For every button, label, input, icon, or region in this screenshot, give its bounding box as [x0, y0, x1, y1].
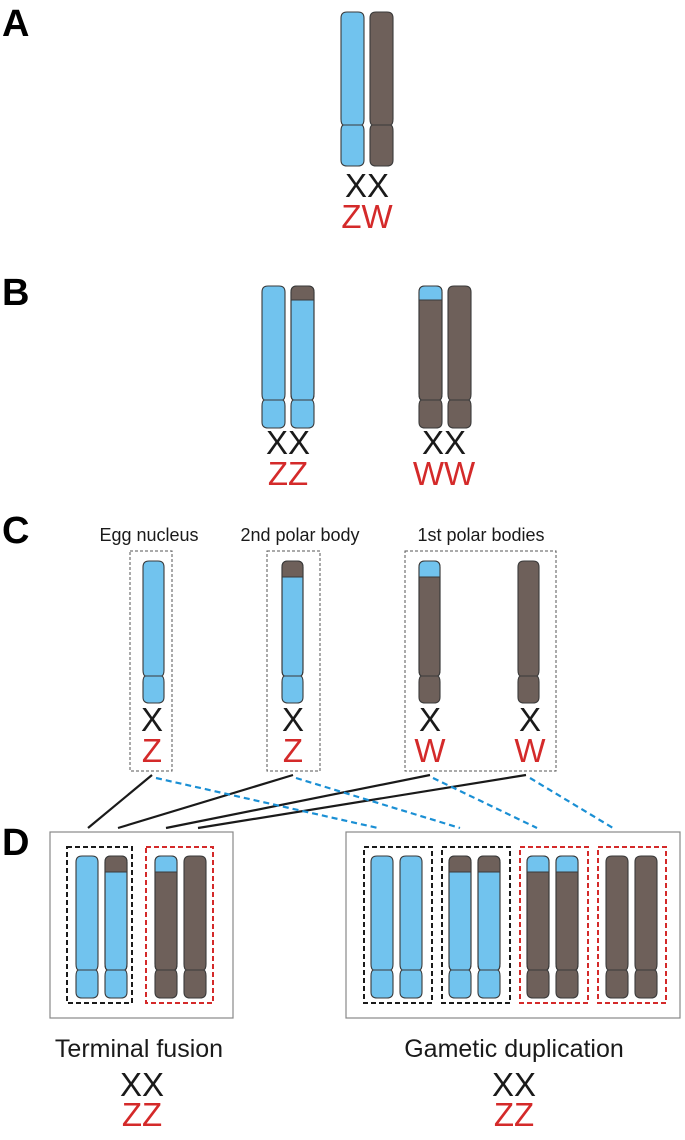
panel-a-chromosome-right	[369, 11, 394, 167]
line-egg-to-tf1	[87, 774, 153, 829]
panel-b-right-genotype-x: XX	[422, 424, 466, 461]
gd-chromosome-4	[477, 855, 501, 999]
panel-b-left-genotype-x: XX	[266, 424, 310, 461]
first-polar-body-left-w: W	[414, 732, 446, 769]
panel-a-genotype-zw: ZW	[341, 198, 393, 235]
second-polar-body-chromosome	[281, 560, 304, 704]
egg-nucleus-box	[129, 550, 173, 772]
panel-a-chromosome-left	[340, 11, 365, 167]
gametic-duplication-genotype-zz: ZZ	[494, 1096, 534, 1133]
panel-a-genotype-x: XX	[345, 167, 389, 204]
label-second-polar-body: 2nd polar body	[240, 525, 359, 545]
panel-b-left-chromosome-2	[290, 285, 315, 429]
second-polar-body-x: X	[282, 701, 304, 738]
gametic-duplication-box	[345, 831, 681, 1019]
tf-chromosome-3	[154, 855, 178, 999]
fusion-lines	[87, 773, 527, 830]
duplication-lines	[155, 776, 614, 830]
first-polar-body-right-chromosome	[517, 560, 540, 704]
gd-inner-box-red-1	[519, 846, 589, 1004]
gd-chromosome-3	[448, 855, 472, 999]
panel-letter-d: D	[2, 822, 29, 864]
tf-chromosome-1	[75, 855, 99, 999]
label-egg-nucleus: Egg nucleus	[99, 525, 198, 545]
panel-a-chromosomes	[340, 11, 394, 167]
gd-chromosome-1	[370, 855, 394, 999]
tf-chromosome-2	[104, 855, 128, 999]
gd-chromosome-2	[399, 855, 423, 999]
label-gametic-duplication: Gametic duplication	[404, 1035, 624, 1063]
panel-letter-b: B	[2, 272, 29, 314]
tf-chromosome-4	[183, 855, 207, 999]
label-first-polar-bodies: 1st polar bodies	[417, 525, 544, 545]
dash-1st-right-to-gd4	[529, 777, 614, 829]
gametic-duplication-genotype-x: XX	[492, 1066, 536, 1103]
gd-inner-box-red-2	[597, 846, 667, 1004]
gd-inner-box-black-2	[441, 846, 511, 1004]
second-polar-body-z: Z	[283, 732, 303, 769]
panel-b-left-chromosome-1	[261, 285, 286, 429]
first-polar-bodies-box	[404, 550, 557, 772]
second-polar-body-box	[266, 550, 321, 772]
terminal-fusion-box	[49, 831, 234, 1019]
terminal-fusion-genotype-x: XX	[120, 1066, 164, 1103]
line-1st-right-to-tf4	[197, 773, 527, 830]
panel-d-chromosomes	[75, 855, 658, 999]
panel-b-left-genotype-zz: ZZ	[268, 455, 308, 492]
panel-b-right-chromosome-2	[447, 285, 472, 429]
gd-chromosome-6	[555, 855, 579, 999]
terminal-fusion-genotype-zz: ZZ	[122, 1096, 162, 1133]
first-polar-body-right-x: X	[519, 701, 541, 738]
panel-letter-c: C	[2, 510, 29, 552]
tf-inner-box-black	[66, 846, 133, 1004]
gd-chromosome-7	[605, 855, 629, 999]
egg-nucleus-chromosome	[142, 560, 165, 704]
dash-egg-to-gd1	[155, 776, 379, 830]
label-terminal-fusion: Terminal fusion	[55, 1035, 223, 1063]
gd-chromosome-5	[526, 855, 550, 999]
panel-letter-a: A	[2, 3, 29, 45]
dash-1st-left-to-gd3	[432, 777, 538, 829]
first-polar-body-left-chromosome	[418, 560, 441, 704]
dash-2nd-to-gd2	[295, 776, 461, 830]
gd-chromosome-8	[634, 855, 658, 999]
panel-b-chromosomes	[261, 285, 472, 429]
first-polar-body-right-w: W	[514, 732, 546, 769]
egg-nucleus-x: X	[141, 701, 163, 738]
line-1st-left-to-tf3	[165, 773, 431, 830]
egg-nucleus-z: Z	[142, 732, 162, 769]
line-2nd-to-tf2	[117, 773, 294, 830]
tf-inner-box-red	[145, 846, 214, 1004]
first-polar-body-left-x: X	[419, 701, 441, 738]
gd-inner-box-black-1	[363, 846, 433, 1004]
panel-b-right-genotype-ww: WW	[413, 455, 476, 492]
panel-c-chromosomes	[142, 560, 540, 704]
panel-b-right-chromosome-1	[418, 285, 443, 429]
